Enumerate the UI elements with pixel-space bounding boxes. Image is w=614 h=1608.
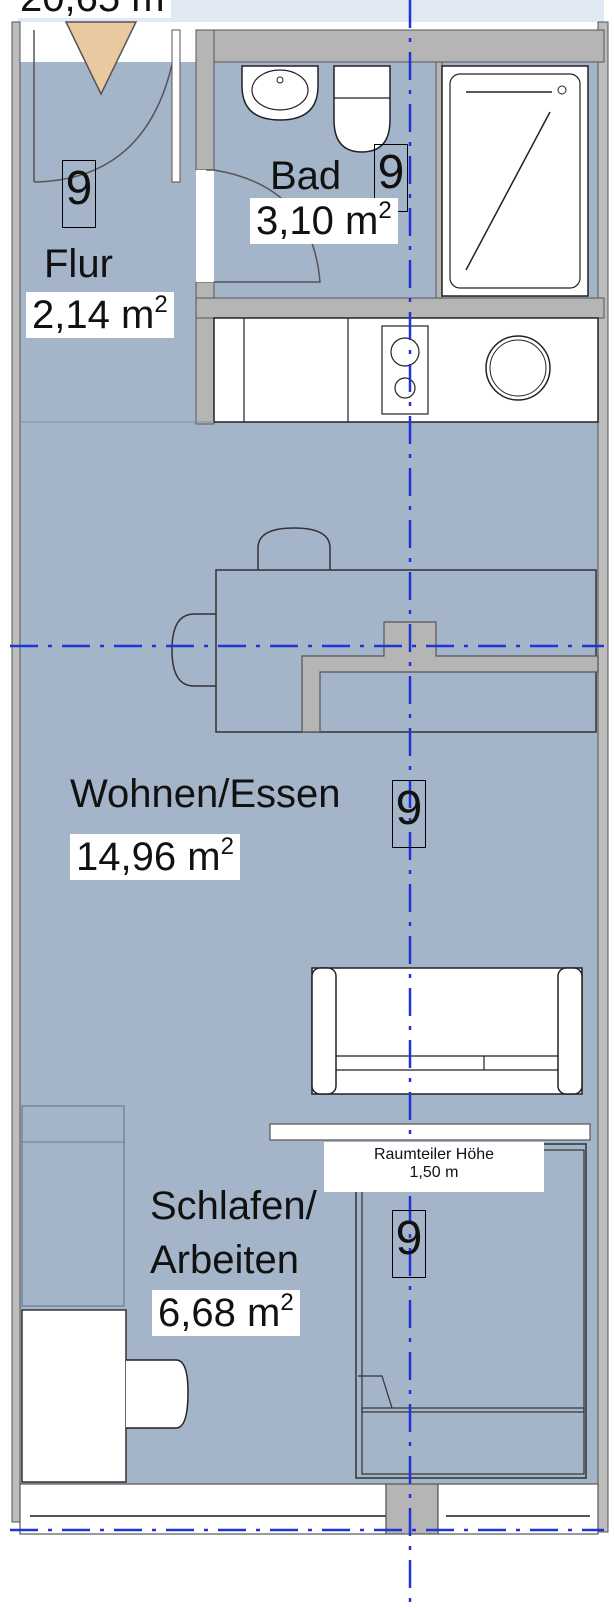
desk	[21, 1309, 127, 1483]
kitchen-sink-inner	[489, 339, 547, 397]
column	[301, 621, 599, 733]
left-wall	[11, 21, 21, 1523]
flur-door-leaf	[171, 29, 181, 183]
bad-wall-mid	[435, 61, 443, 301]
desk-chair	[126, 1359, 189, 1429]
wohnen-area-unit: m	[187, 835, 221, 879]
flur-area-value: 2,14	[32, 293, 110, 337]
room-divider	[269, 1123, 591, 1141]
header-area-label: 20,65 m	[14, 0, 171, 18]
wohnen-area: 14,96 m2	[70, 834, 240, 880]
kitchen-wall-left	[195, 317, 215, 425]
dining-table	[215, 569, 597, 733]
sofa-arm-right	[557, 967, 583, 1095]
chair-top	[257, 527, 331, 570]
wohnen-name: Wohnen/Essen	[70, 772, 341, 816]
bed-duvet-corner	[358, 1375, 393, 1409]
flur-area-exp: 2	[154, 291, 168, 318]
entrance-triangle	[64, 21, 138, 96]
schlafen-area-value: 6,68	[158, 1291, 236, 1335]
room-divider-note: Raumteiler Höhe 1,50 m	[324, 1142, 544, 1192]
bad-wall-bottom	[195, 297, 605, 319]
schlafen-name-line1: Schlafen/	[150, 1184, 317, 1228]
bad-name: Bad	[270, 154, 342, 198]
wohnen-marker: 9	[392, 780, 426, 848]
bottom-window-right	[437, 1483, 599, 1535]
header-area-value: 20,65	[20, 0, 120, 20]
sofa-body	[311, 967, 583, 1095]
bad-door-gap	[196, 170, 214, 282]
bad-wall-left	[195, 29, 215, 171]
sink-tap	[276, 76, 284, 84]
note-line1: Raumteiler Höhe	[373, 1146, 495, 1163]
shower-inner	[449, 73, 581, 289]
bad-area-value: 3,10	[256, 199, 334, 243]
cooktop	[381, 325, 429, 415]
flur-area: 2,14 m2	[26, 292, 174, 338]
bad-wall-top	[195, 29, 605, 63]
bad-area-unit: m	[344, 199, 379, 243]
schlafen-area-unit: m	[246, 1291, 281, 1335]
flur-name: Flur	[44, 242, 113, 286]
wardrobe	[21, 1105, 125, 1307]
bed-footboard	[361, 1407, 585, 1475]
sofa-arm-left	[311, 967, 337, 1095]
right-wall	[597, 21, 609, 1533]
schlafen-area: 6,68 m2	[152, 1290, 300, 1336]
schlafen-area-exp: 2	[280, 1289, 294, 1316]
bad-area: 3,10 m2	[250, 198, 398, 244]
burner-2	[394, 377, 416, 399]
schlafen-name-line2: Arbeiten	[150, 1238, 299, 1282]
burner-1	[390, 337, 420, 367]
wohnen-area-exp: 2	[220, 833, 234, 860]
flur-area-unit: m	[120, 293, 155, 337]
header-area-unit: m	[131, 0, 164, 20]
sink-bowl	[251, 69, 309, 111]
bad-marker: 9	[374, 144, 408, 212]
bottom-pillar	[385, 1483, 439, 1535]
schlafen-marker: 9	[392, 1210, 426, 1278]
flur-marker: 9	[62, 160, 96, 228]
chair-left	[171, 613, 216, 687]
shower-line-diag	[465, 111, 551, 271]
toilet-icon	[333, 65, 391, 153]
bad-area-exp: 2	[378, 197, 392, 224]
shower-drain	[557, 85, 567, 95]
bottom-window-left	[19, 1483, 387, 1535]
wohnen-area-value: 14,96	[76, 835, 177, 879]
kitchen-sink-bowl	[485, 335, 551, 401]
note-line2: 1,50 m	[409, 1164, 459, 1181]
